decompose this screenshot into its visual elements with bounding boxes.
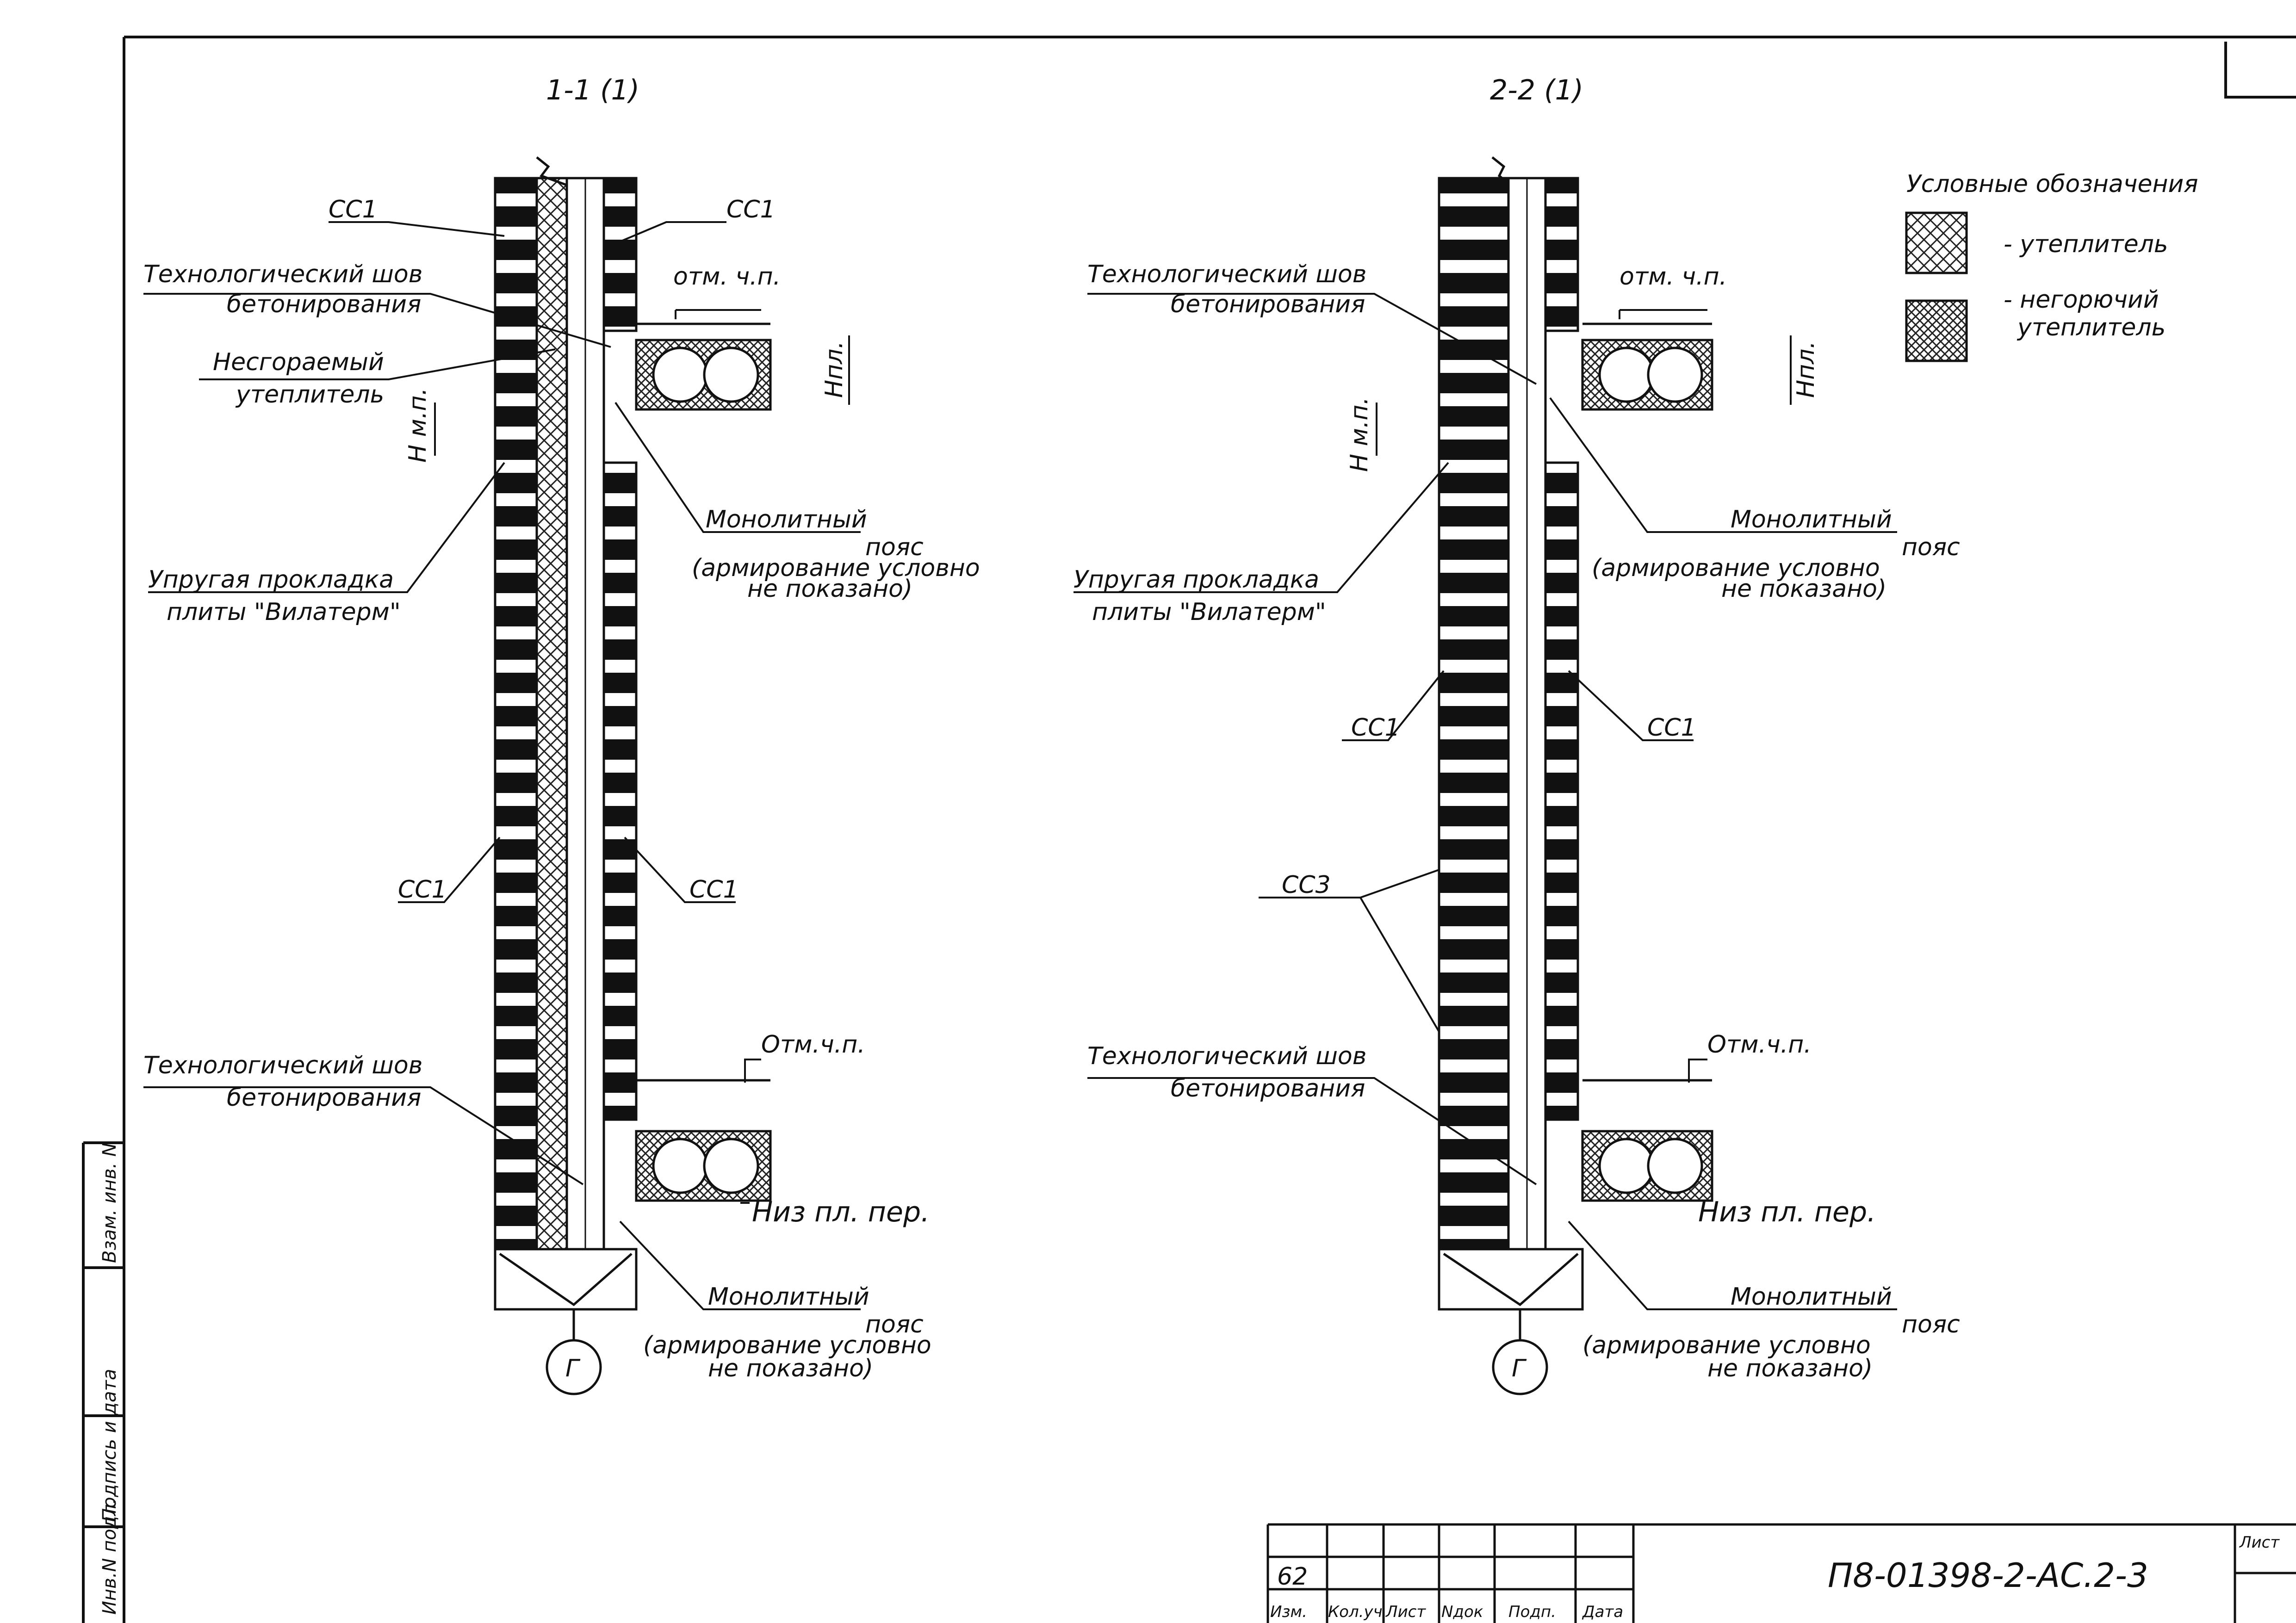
tb-sheet-label: Лист xyxy=(2239,1533,2280,1552)
s1-gasket-l1: Упругая прокладка xyxy=(148,566,394,594)
s2-inner-masonry-top xyxy=(1544,177,1579,332)
s2-foundation xyxy=(1438,1248,1584,1339)
s1-nonflam-l2: утеплитель xyxy=(235,381,384,409)
s1-inner-masonry-top xyxy=(602,177,638,332)
s1-cc1-top-right: СС1 xyxy=(726,196,776,223)
title-block xyxy=(1266,1523,2296,1623)
legend-title: Условные обозначения xyxy=(1906,170,2198,198)
s1-mark-floor: отм. ч.п. xyxy=(673,263,781,291)
legend-swatch-insulation xyxy=(1905,211,1968,274)
s1-mono-bot-l4: не показано) xyxy=(708,1355,873,1382)
s2-bottom-slab xyxy=(1581,1079,1713,1202)
s1-axis-bubble xyxy=(546,1339,602,1395)
s1-slab-bottom: Низ пл. пер. xyxy=(752,1196,930,1228)
s1-top-slab xyxy=(635,322,772,411)
s1-mark-floor-bot: Отм.ч.п. xyxy=(761,1031,865,1059)
s2-outer-masonry xyxy=(1438,177,1510,1251)
legend-item1: - утеплитель xyxy=(2004,230,2168,258)
s1-axis-label: Г xyxy=(565,1355,581,1382)
tb-col-data: Дата xyxy=(1582,1603,1623,1621)
s1-mono-bot-l3: (армирование условно xyxy=(643,1332,931,1359)
s2-h-pl: Нпл. xyxy=(1792,341,1820,398)
tb-rev-value: 62 xyxy=(1277,1563,1308,1591)
s1-mono-top-l1: Монолитный xyxy=(706,506,867,533)
s2-seam-bot-l1: Технологический шов xyxy=(1087,1042,1366,1070)
tb-col-izm: Изм. xyxy=(1270,1603,1307,1621)
s2-slab-bottom: Низ пл. пер. xyxy=(1698,1196,1876,1228)
s1-h-pl: Нпл. xyxy=(820,341,848,398)
side-stamp-inv-orig: Инв.N подл. xyxy=(99,1498,120,1615)
s2-mono-top-l1: Монолитный xyxy=(1731,506,1892,533)
s1-mono-top-l2: пояс xyxy=(865,533,924,561)
s1-seam-top-l1: Технологический шов xyxy=(143,260,422,288)
tb-document-code: П8-01398-2-АС.2-3 xyxy=(1828,1556,2148,1595)
tb-col-koluch: Кол.уч xyxy=(1328,1603,1383,1621)
s2-cc1-left: СС1 xyxy=(1351,714,1400,742)
s1-insulation xyxy=(535,177,568,1251)
s1-cc1-top-left: СС1 xyxy=(329,196,378,223)
legend-item2-l1: - негорючий xyxy=(2004,286,2159,314)
s1-mono-top-l4: не показано) xyxy=(747,575,912,603)
s2-mark-floor: отм. ч.п. xyxy=(1620,263,1727,291)
section-1-title: 1-1 (1) xyxy=(546,74,639,106)
s1-bottom-slab xyxy=(635,1079,772,1202)
s1-seam-bot-l1: Технологический шов xyxy=(143,1052,422,1079)
s2-seam-top-l1: Технологический шов xyxy=(1087,260,1366,288)
section-2-title: 2-2 (1) xyxy=(1490,74,1583,106)
s1-mono-bot-l2: пояс xyxy=(865,1311,924,1338)
s2-cc1-right: СС1 xyxy=(1647,714,1696,742)
s2-cc3: СС3 xyxy=(1282,871,1331,899)
s1-cc1-mid-right: СС1 xyxy=(689,876,738,904)
s1-inner-masonry-mid xyxy=(602,461,638,1121)
s2-mono-top-l4: не показано) xyxy=(1721,575,1886,603)
s1-cc1-mid-left: СС1 xyxy=(398,876,447,904)
legend-item2-l2: утеплитель xyxy=(2017,314,2166,341)
s2-mono-bot-l1: Монолитный xyxy=(1731,1283,1892,1311)
side-stamp: Инв.N подл. Подпись и дата Взам. инв. N xyxy=(99,1143,120,1615)
side-stamp-inv-replace: Взам. инв. N xyxy=(99,1143,120,1263)
tb-col-podp: Подп. xyxy=(1508,1603,1556,1621)
section-2-2: 2-2 (1) Г xyxy=(1074,74,1960,1395)
s2-seam-top-l2: бетонирования xyxy=(1171,291,1365,318)
side-stamp-sign-date: Подпись и дата xyxy=(99,1369,120,1522)
s1-outer-masonry xyxy=(494,177,538,1251)
s2-axis-label: Г xyxy=(1512,1355,1527,1382)
s1-nonflam-l1: Несгораемый xyxy=(213,348,384,376)
s2-top-slab xyxy=(1581,322,1713,411)
title-block-text: 62 Изм. Кол.уч Лист Nдок Подп. Дата П8-0… xyxy=(1270,1533,2280,1621)
s2-mono-bot-l3: (армирование условно xyxy=(1582,1332,1871,1359)
s1-seam-bot-l2: бетонирования xyxy=(227,1084,421,1112)
s2-axis-bubble xyxy=(1492,1339,1548,1395)
s2-gasket-l2: плиты "Вилатерм" xyxy=(1092,598,1326,626)
tb-col-list: Лист xyxy=(1385,1603,1426,1621)
tb-col-ndok: Nдок xyxy=(1441,1603,1483,1621)
section-1-1: 1-1 (1) xyxy=(143,74,980,1395)
s2-gasket-l1: Упругая прокладка xyxy=(1074,566,1319,594)
sheet-frame xyxy=(82,36,2296,1623)
s2-mark-floor-bot: Отм.ч.п. xyxy=(1707,1031,1812,1059)
s1-foundation xyxy=(494,1248,638,1339)
legend-swatch-nonflam xyxy=(1905,299,1968,362)
s1-h-mp: Н м.п. xyxy=(404,388,432,463)
s1-mono-top-l3: (армирование условно xyxy=(692,554,980,582)
s2-h-mp: Н м.п. xyxy=(1346,397,1373,472)
s2-mono-top-l2: пояс xyxy=(1902,533,1960,561)
s1-seam-top-l2: бетонирования xyxy=(227,291,421,318)
s1-gasket-l2: плиты "Вилатерм" xyxy=(167,598,401,626)
legend: Условные обозначения - утеплитель - него… xyxy=(1905,170,2198,362)
s1-mono-bot-l1: Монолитный xyxy=(708,1283,869,1311)
s2-mono-top-l3: (армирование условно xyxy=(1592,554,1880,582)
s2-inner-masonry-mid xyxy=(1544,461,1579,1121)
s2-mono-bot-l4: не показано) xyxy=(1707,1355,1873,1382)
s2-mono-bot-l2: пояс xyxy=(1902,1311,1960,1338)
s2-seam-bot-l2: бетонирования xyxy=(1171,1075,1365,1103)
